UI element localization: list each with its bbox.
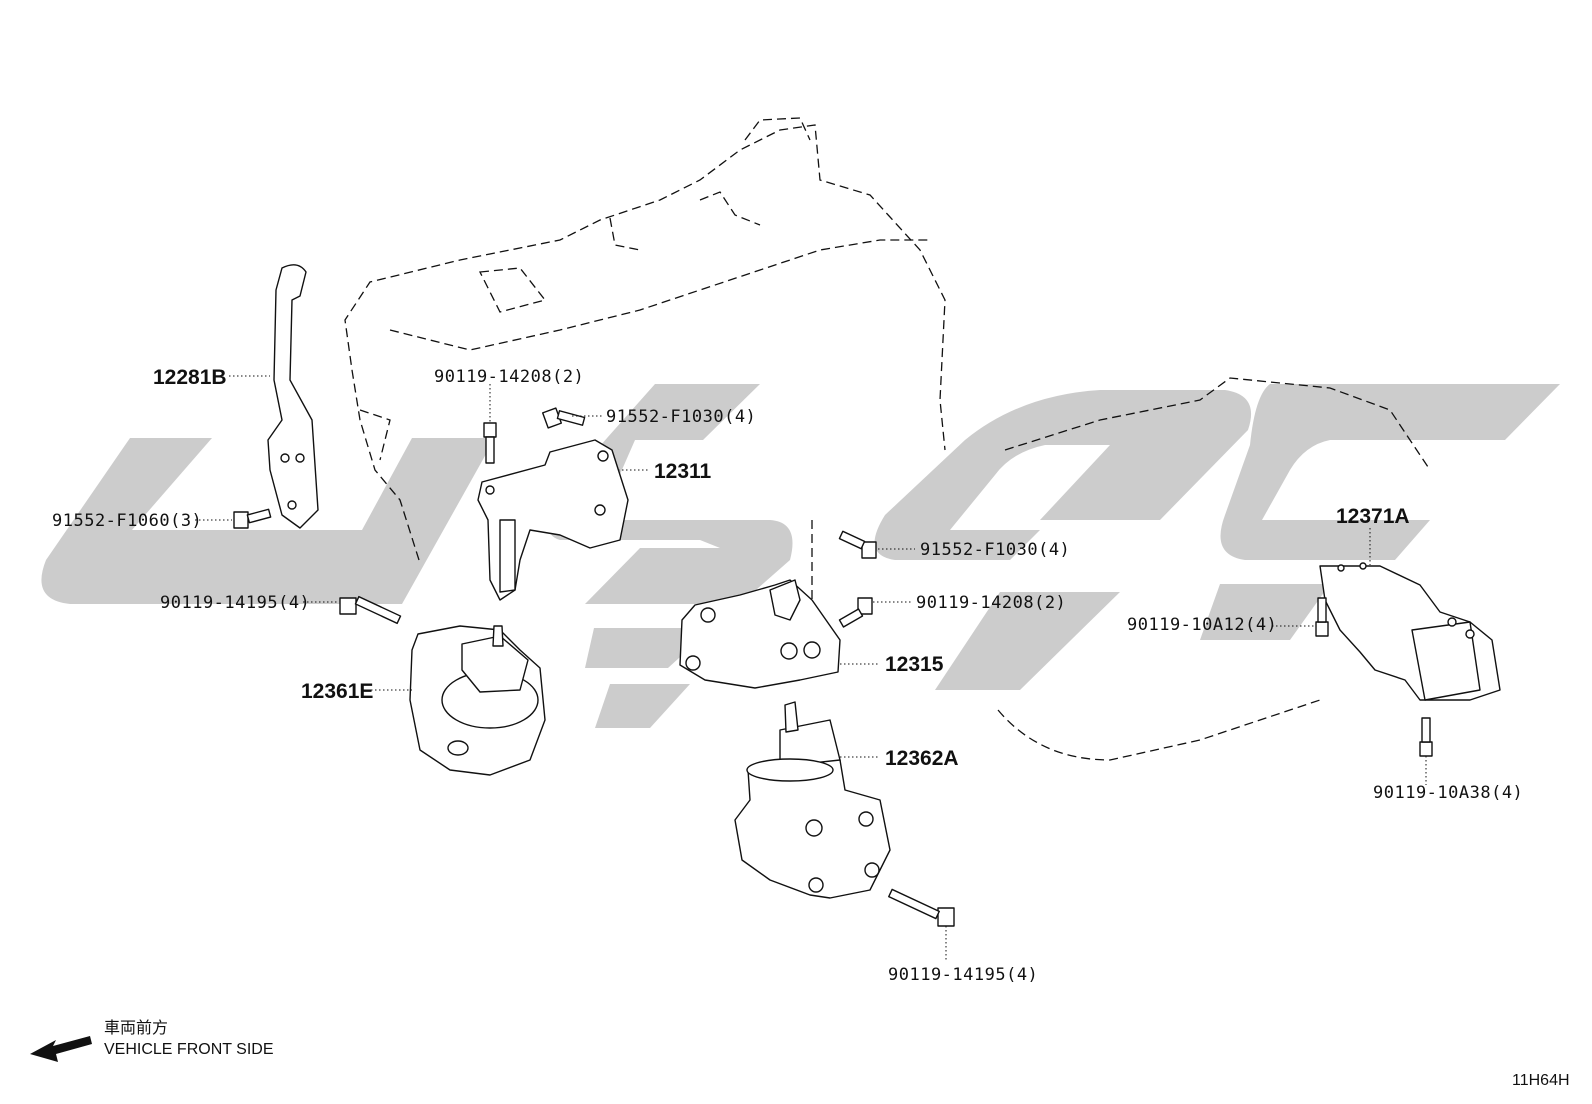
- label-fastener-f3: 91552-F1060(3): [52, 511, 202, 531]
- leader-lines: [195, 375, 1427, 962]
- engine-outline: [344, 117, 946, 561]
- bolt-icon-f5: [838, 530, 877, 559]
- bolt-icons: [233, 407, 1433, 927]
- bolt-icon-f6: [838, 597, 873, 628]
- label-fastener-f6: 90119-14208(2): [916, 593, 1066, 613]
- label-12315: 12315: [885, 653, 944, 676]
- orientation-english: VEHICLE FRONT SIDE: [104, 1041, 274, 1058]
- part-12361E-mount: [409, 625, 546, 776]
- label-12311: 12311: [654, 460, 712, 483]
- part-labels: 12281B 12311 12361E 12315 12362A 12371A: [153, 366, 1410, 770]
- bolt-icon-f2: [541, 407, 586, 429]
- watermark-logo: [41, 384, 1560, 728]
- bolt-icon-f1: [483, 422, 497, 464]
- label-12362A: 12362A: [885, 747, 959, 770]
- bolt-icon-f8: [1419, 717, 1433, 757]
- bolt-icon-f4: [339, 595, 402, 625]
- fastener-labels: 90119-14208(2) 91552-F1030(4) 91552-F106…: [52, 367, 1523, 985]
- part-12311-bracket: [477, 439, 629, 601]
- part-12315-bracket: [679, 579, 841, 689]
- part-12362A-mount: [734, 701, 891, 899]
- drawing-code: 11H64H: [1512, 1072, 1570, 1089]
- label-12361E: 12361E: [301, 680, 373, 703]
- part-12281B-bracket: [267, 264, 319, 529]
- label-fastener-f4: 90119-14195(4): [160, 593, 310, 613]
- part-12371A-mount: [1319, 562, 1501, 701]
- label-fastener-f5: 91552-F1030(4): [920, 540, 1070, 560]
- label-12371A: 12371A: [1336, 505, 1410, 528]
- bolt-icon-f7: [1315, 597, 1329, 637]
- transmission-outline: [811, 377, 1431, 761]
- label-fastener-f9: 90119-14195(4): [888, 965, 1038, 985]
- bolt-icon-f9: [888, 888, 955, 927]
- label-fastener-f2: 91552-F1030(4): [606, 407, 756, 427]
- orientation-japanese: 車両前方: [104, 1019, 168, 1037]
- label-fastener-f1: 90119-14208(2): [434, 367, 584, 387]
- label-fastener-f8: 90119-10A38(4): [1373, 783, 1523, 803]
- label-12281B: 12281B: [153, 366, 227, 389]
- bolt-icon-f3: [233, 508, 272, 529]
- arrow-left-icon: [30, 1036, 92, 1062]
- label-fastener-f7: 90119-10A12(4): [1127, 615, 1277, 635]
- orientation-note: 車両前方 VEHICLE FRONT SIDE: [30, 1019, 274, 1062]
